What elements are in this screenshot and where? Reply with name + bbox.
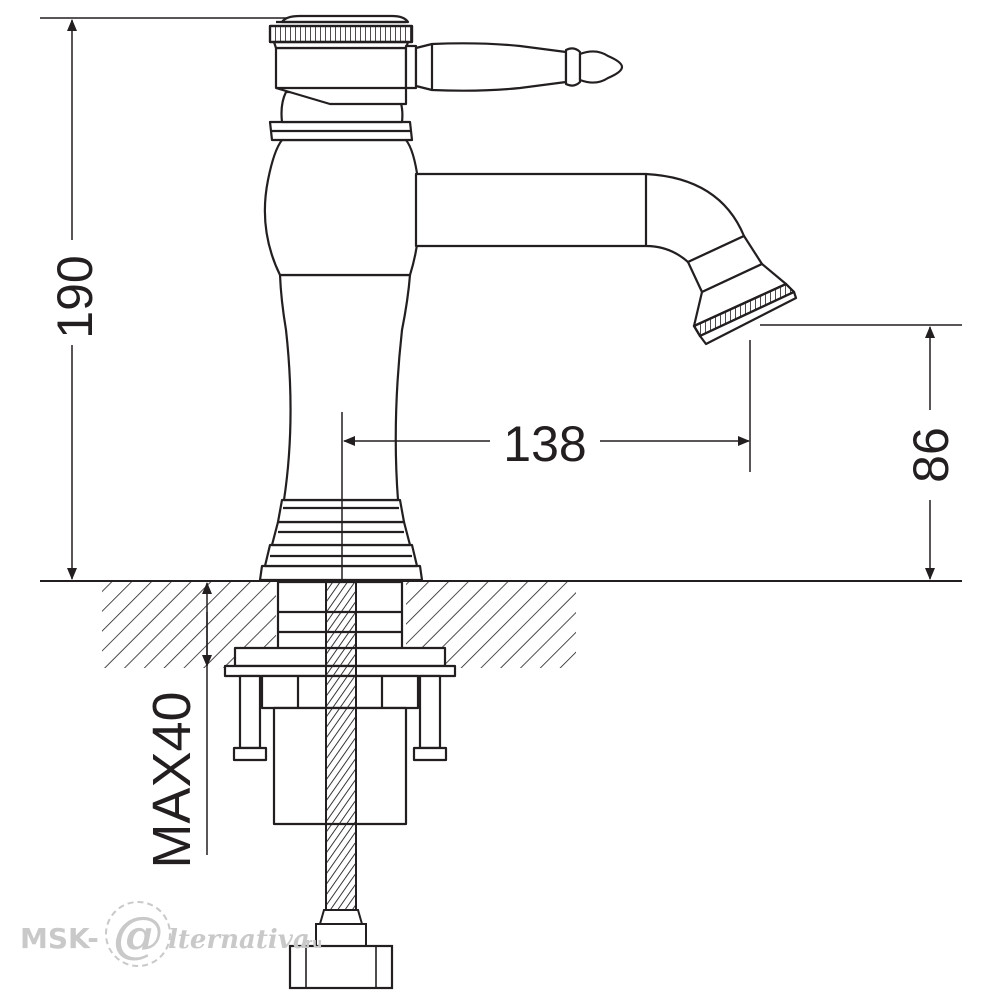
watermark-tld: .ru (300, 936, 322, 952)
watermark-symbol: @ (113, 905, 163, 964)
dim-label-138: 138 (503, 416, 586, 472)
dim-label-max40: MAX40 (142, 691, 202, 868)
watermark: MSK- @ lternativa .ru (20, 901, 322, 967)
watermark-suffix: lternativa (168, 925, 310, 955)
watermark-circle (105, 901, 171, 967)
dim-label-86: 86 (903, 427, 959, 483)
faucet-body (258, 14, 424, 582)
handle-lever (404, 42, 624, 92)
spout (414, 172, 798, 346)
threaded-rod (288, 579, 394, 990)
watermark-prefix: MSK- (20, 922, 99, 955)
dimension-138 (343, 340, 751, 472)
dim-label-190: 190 (47, 255, 103, 338)
